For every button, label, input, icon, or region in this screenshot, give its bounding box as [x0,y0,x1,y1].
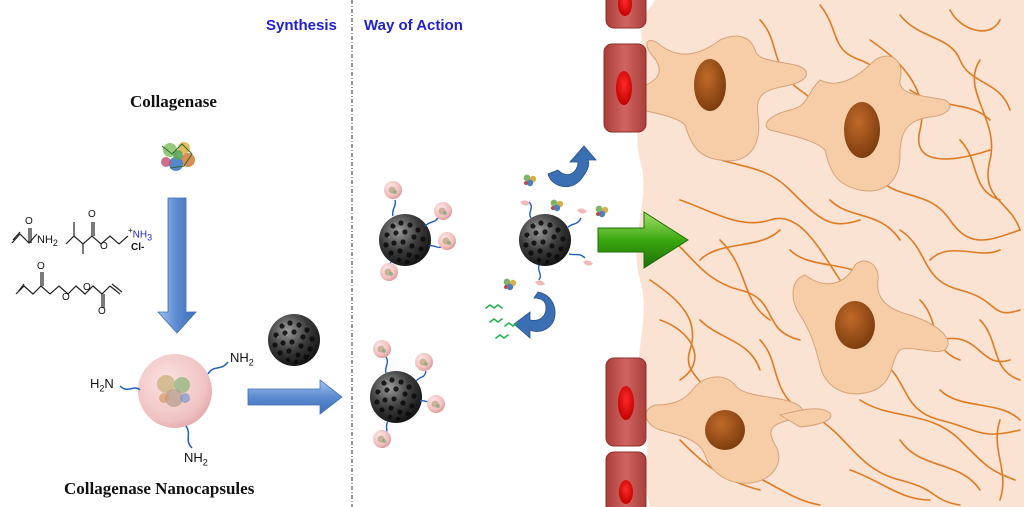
recycle-arrow-icon [513,291,556,339]
synthesis-arrow-down [157,197,197,334]
amine-label-top-right: NH2 [230,350,254,368]
nanoparticle-icon [268,314,320,366]
ester-oxygen-label: O [100,241,108,252]
releasing-nanoparticle [519,200,593,286]
protein-crystal-icon [161,142,195,171]
red-blood-cell [605,0,647,29]
title-collagenase-nanocapsules: Collagenase Nanocapsules [64,479,255,498]
collagenase-nanocapsule [119,354,229,449]
amine-label-bottom: NH2 [184,450,208,468]
red-blood-cell [603,43,647,133]
red-blood-cell [605,357,647,447]
carbonyl-oxygen-label: O [88,209,96,220]
digested-fragments [485,304,518,339]
chloride-label: Cl- [131,242,145,253]
amine-label-left: H2N [90,376,114,394]
header-way-of-action: Way of Action [364,17,463,34]
header-synthesis: Synthesis [266,17,337,34]
fibroblast-cell [765,55,951,192]
diacrylate-oxygen-label-4: O [98,306,106,317]
diacrylate-oxygen-label-2: O [62,292,70,303]
recycle-arrow-icon [547,145,597,187]
acrylamide-amine-label: NH2 [37,234,58,249]
loaded-nanoparticle [379,181,456,281]
penetration-arrow [597,211,689,269]
fibroblast-cell [617,35,807,162]
diacrylate-oxygen-label-1: O [37,261,45,272]
title-collagenase: Collagenase [130,92,217,111]
red-blood-cell [605,451,647,507]
ammonium-label: +NH3 [128,226,153,243]
synthesis-arrow-right [247,379,343,415]
loaded-nanoparticle [370,340,445,448]
acrylamide-oxygen-label: O [25,216,33,227]
fibroblast-cell [645,376,832,484]
diacrylate-oxygen-label-3: O [83,282,91,293]
monomer-structures [11,222,129,308]
vessel-wall [603,0,647,507]
fibroblast-cell [792,260,949,395]
